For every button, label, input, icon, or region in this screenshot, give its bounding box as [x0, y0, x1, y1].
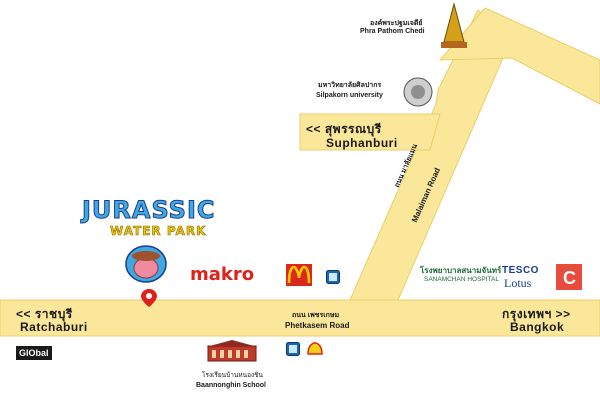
phetkasem-road — [0, 299, 600, 337]
east-destination-thai: กรุงเทพฯ >> — [502, 307, 571, 321]
lotus-logo: Lotus — [504, 276, 532, 290]
phetkasem-road-thai: ถนน เพชรเกษม — [292, 312, 340, 319]
school-building-icon — [206, 340, 258, 362]
mcdonalds-icon — [286, 264, 312, 286]
gas-station-icon — [326, 270, 340, 284]
gas-station-icon-2 — [286, 342, 300, 356]
university-seal-icon — [403, 77, 433, 107]
tesco-logo: TESCO — [502, 265, 539, 276]
hospital-label-thai: โรงพยาบาลสนามจันทร์ — [420, 266, 502, 275]
top-road-band — [438, 7, 600, 105]
makro-logo: makro — [190, 264, 255, 285]
north-destination-english: Suphanburi — [326, 136, 398, 150]
global-house-logo: GlObal — [16, 346, 52, 360]
shell-icon — [307, 342, 323, 355]
north-destination-thai: << สุพรรณบุรี — [306, 122, 382, 136]
hospital-label-english: SANAMCHAN HOSPITAL — [424, 276, 500, 283]
jurassic-logo-subtitle: WATER PARK — [110, 224, 207, 239]
west-destination-thai: << ราชบุรี — [16, 307, 73, 321]
school-label-thai: โรงเรียนบ้านหนองชิน — [202, 372, 264, 379]
dinosaur-mascot-icon — [125, 245, 167, 283]
big-c-icon: C — [556, 264, 582, 290]
phra-pathom-label-thai: องค์พระปฐมเจดีย์ — [370, 20, 423, 27]
malaiman-road — [349, 9, 511, 301]
chedi-icon — [441, 2, 467, 48]
suphanburi-branch — [299, 113, 441, 151]
silpakorn-label-english: Silpakorn university — [316, 92, 383, 99]
east-destination-english: Bangkok — [510, 320, 565, 334]
pin-icon — [141, 289, 157, 307]
jurassic-logo-title: JURASSIC — [82, 196, 216, 225]
west-destination-english: Ratchaburi — [20, 320, 88, 334]
silpakorn-label-thai: มหาวิทยาลัยศิลปากร — [318, 82, 382, 89]
svg-text:C: C — [563, 268, 576, 288]
school-label-english: Baannonghin School — [196, 382, 266, 389]
phra-pathom-label-english: Phra Pathom Chedi — [360, 28, 425, 35]
phetkasem-road-english: Phetkasem Road — [285, 321, 350, 330]
